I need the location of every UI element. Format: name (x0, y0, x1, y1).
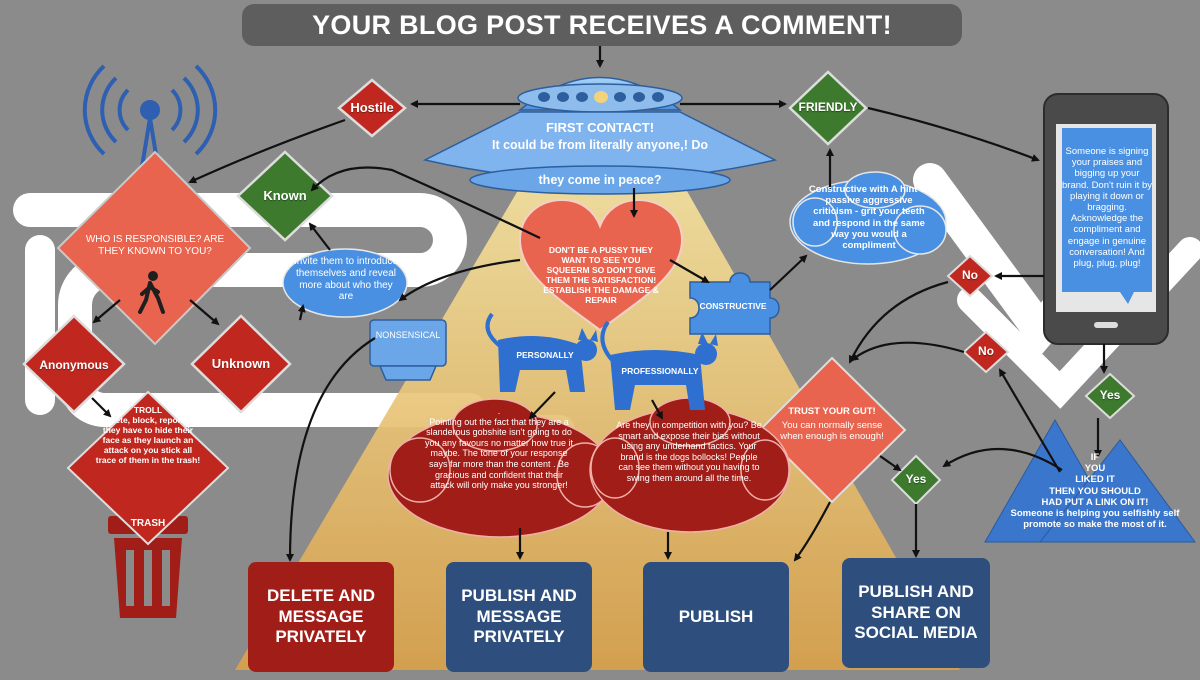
publish-share-box: PUBLISH AND SHARE ON SOCIAL MEDIA (854, 581, 978, 643)
publish-message-box-bg (446, 562, 592, 672)
invite-cloud (282, 248, 408, 318)
cat-professionally-icon (600, 320, 718, 410)
anonymous-label: Anonymous (39, 358, 109, 372)
constructive-cloud-text: Constructive with A hint of passive aggr… (808, 184, 930, 252)
phone-text: Someone is signing your praises and bigg… (1062, 146, 1152, 270)
troll-text: TROLL Delete, block, report. If they hav… (95, 405, 201, 466)
yes-label-right: Yes (1099, 388, 1121, 402)
publish-box: PUBLISH (678, 606, 754, 626)
ufo-icon (422, 76, 778, 195)
gut-text: You can normally sense when enough is en… (780, 420, 884, 443)
mountain-icon (984, 418, 1196, 543)
pedestrian-icon (138, 271, 165, 314)
no-diamond-bottom (962, 330, 1010, 374)
connector-arrows (91, 46, 1108, 562)
personal-cloud-text: . Pointing out the fact that they are a … (424, 406, 574, 491)
known-label: Known (263, 188, 307, 203)
hostile-label: Hostile (350, 100, 394, 115)
trash-label: TRASH (130, 518, 166, 529)
invite-text: Invite them to introduce themselves and … (294, 256, 398, 303)
heart-text: DON'T BE A PUSSY THEY WANT TO SEE YOU SQ… (543, 245, 659, 306)
yes-diamond-right (1084, 372, 1136, 420)
professional-cloud-text: Are they in competition with you? Be sma… (616, 420, 762, 484)
friendly-label: FRIENDLY (798, 100, 858, 114)
delete-box-bg (248, 562, 394, 672)
puzzle-piece-icon (689, 272, 780, 335)
page-title: YOUR BLOG POST RECEIVES A COMMENT! (242, 4, 962, 46)
professionally-label: PROFESSIONALLY (621, 366, 699, 376)
unknown-label: Unknown (211, 356, 271, 371)
unknown-diamond (190, 314, 292, 414)
constructive-cloud-shape (789, 171, 947, 265)
known-diamond (236, 150, 334, 242)
friendly-diamond (788, 70, 868, 146)
ufo-text-3: they come in peace? (538, 173, 662, 187)
nonsensical-label: NONSENSICAL (375, 330, 441, 340)
publish-message-box: PUBLISH AND MESSAGE PRIVATELY (461, 585, 577, 647)
who-responsible-text: WHO IS RESPONSIBLE? ARE THEY KNOWN TO YO… (85, 234, 225, 257)
ufo-text-1: FIRST CONTACT! (545, 120, 655, 135)
constructive-label: CONSTRUCTIVE (699, 301, 767, 311)
personal-cloud-shape (387, 398, 614, 538)
gut-title: TRUST YOUR GUT! (788, 406, 876, 417)
personally-label: PERSONALLY (516, 350, 574, 360)
troll-diamond (66, 390, 230, 546)
no-label-bottom: No (978, 344, 994, 358)
toilet-icon (369, 319, 447, 381)
delete-message-box: DELETE AND MESSAGE PRIVATELY (267, 585, 375, 647)
publish-share-box-bg (842, 558, 990, 668)
no-label-top: No (962, 268, 978, 282)
trust-gut-diamond (758, 356, 907, 504)
heart-shape (518, 198, 684, 332)
no-diamond-top (946, 254, 994, 298)
mountain-text: IF YOU LIKED IT THEN YOU SHOULD HAD PUT … (1010, 452, 1180, 531)
anonymous-diamond (22, 314, 126, 414)
ufo-text-2: It could be from literally anyone,! Do (491, 138, 708, 152)
smartphone-icon (1043, 93, 1169, 345)
who-responsible-diamond (56, 150, 252, 346)
ufo-light-beam (235, 170, 960, 670)
publish-box-bg (643, 562, 789, 672)
yes-label-bottom: Yes (905, 472, 927, 486)
hostile-diamond (337, 78, 407, 138)
cat-personally-icon (485, 312, 598, 392)
